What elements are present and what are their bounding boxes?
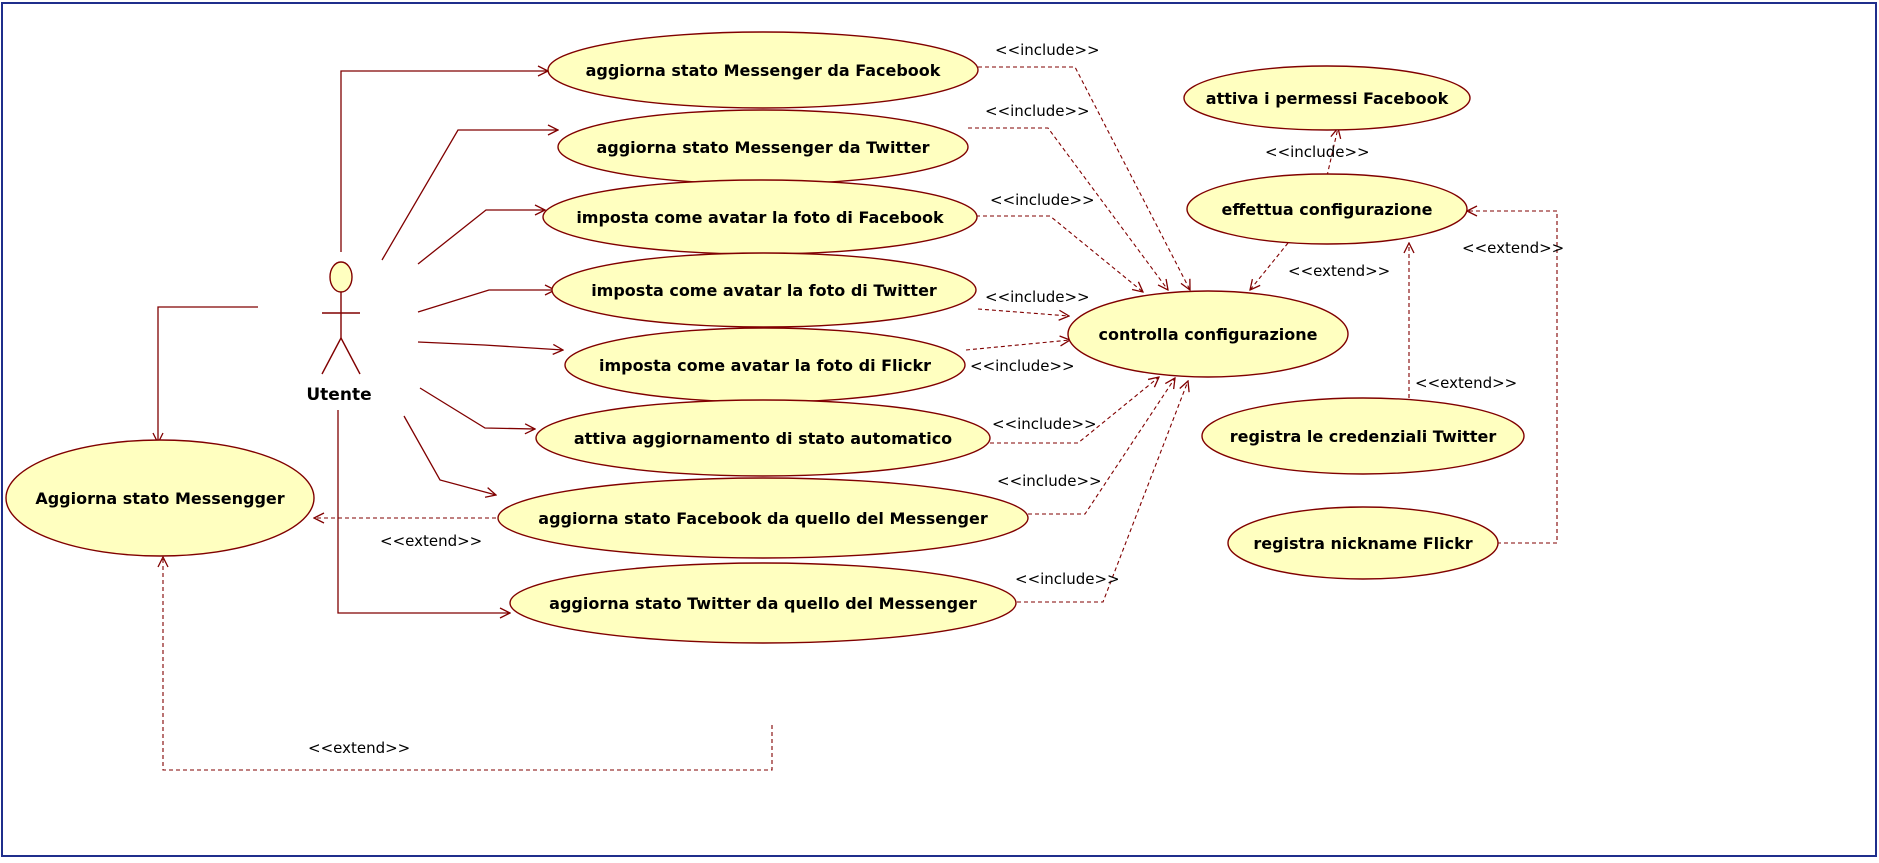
dependency-lines (163, 66, 1558, 771)
extend-nick-fl (1467, 211, 1558, 544)
assoc-avatar-tw (417, 290, 555, 313)
stereo-extend-4: <<extend>> (380, 532, 482, 550)
stereo-include-7: <<include>> (997, 472, 1102, 490)
include-msg-to-tw (1017, 381, 1188, 603)
stereo-extend-2: <<extend>> (1462, 239, 1564, 257)
use-case-effettua[interactable] (1186, 173, 1468, 245)
label-aggiorna-tw: aggiorna stato Messenger da Twitter (596, 138, 929, 157)
label-avatar-fl: imposta come avatar la foto di Flickr (599, 356, 931, 375)
association-lines (158, 71, 563, 613)
use-case-labels: aggiorna stato Messenger da Facebook agg… (35, 61, 1496, 613)
include-avatar-fl (965, 340, 1070, 351)
assoc-aggiorna-fb (340, 71, 548, 252)
label-effettua: effettua configurazione (1221, 200, 1432, 219)
label-aggiorna-fb: aggiorna stato Messenger da Facebook (586, 61, 941, 80)
stereo-include-1: <<include>> (995, 41, 1100, 59)
use-case-nick-fl[interactable] (1227, 506, 1499, 580)
assoc-auto (419, 387, 535, 429)
stereo-include-6: <<include>> (992, 415, 1097, 433)
use-case-auto[interactable] (535, 399, 991, 477)
stereo-extend-5: <<extend>> (308, 739, 410, 757)
use-case-controlla[interactable] (1067, 290, 1349, 378)
assoc-aggiorna-msg (158, 306, 258, 443)
use-case-msg-to-tw[interactable] (509, 562, 1017, 644)
include-avatar-tw (977, 308, 1069, 316)
use-case-permessi-fb[interactable] (1183, 65, 1471, 131)
assoc-aggiorna-tw (381, 130, 558, 261)
extend-effettua-controlla (1250, 242, 1289, 290)
label-cred-tw: registra le credenziali Twitter (1230, 427, 1497, 446)
label-avatar-tw: imposta come avatar la foto di Twitter (591, 281, 937, 300)
stereo-include-5: <<include>> (970, 357, 1075, 375)
stereo-include-9: <<include>> (1265, 143, 1370, 161)
actor-head (329, 261, 353, 293)
label-controlla: controlla configurazione (1098, 325, 1317, 344)
assoc-msg-to-fb (403, 415, 496, 495)
use-case-aggiorna-msg[interactable] (5, 439, 315, 557)
label-aggiorna-msg: Aggiorna stato Messengger (35, 489, 284, 508)
include-aggiorna-tw (968, 127, 1168, 290)
assoc-msg-to-tw (337, 410, 510, 613)
label-nick-fl: registra nickname Flickr (1253, 534, 1472, 553)
stereotype-labels: <<include>> <<include>> <<include>> <<in… (308, 41, 1564, 757)
use-case-cred-tw[interactable] (1201, 397, 1525, 475)
stereo-include-8: <<include>> (1015, 570, 1120, 588)
actor-label: Utente (306, 385, 371, 405)
stereo-extend-1: <<extend>> (1288, 262, 1390, 280)
label-permessi-fb: attiva i permessi Facebook (1206, 89, 1449, 108)
use-case-aggiorna-fb[interactable] (547, 31, 979, 109)
label-msg-to-tw: aggiorna stato Twitter da quello del Mes… (549, 594, 977, 613)
stereo-include-3: <<include>> (990, 191, 1095, 209)
assoc-avatar-fl (417, 341, 563, 350)
label-msg-to-fb: aggiorna stato Facebook da quello del Me… (538, 509, 988, 528)
extend-msg-to-tw (163, 557, 773, 771)
actor-leg-right (340, 337, 361, 375)
include-avatar-fb (976, 215, 1143, 292)
stereo-include-2: <<include>> (985, 102, 1090, 120)
label-avatar-fb: imposta come avatar la foto di Facebook (576, 208, 944, 227)
use-cases (5, 31, 1525, 644)
assoc-avatar-fb (417, 210, 545, 265)
include-effettua-permessi (1326, 128, 1338, 177)
actor-leg-left (321, 337, 342, 375)
stereo-include-4: <<include>> (985, 288, 1090, 306)
include-msg-to-fb (1028, 378, 1175, 515)
label-auto: attiva aggiornamento di stato automatico (574, 429, 952, 448)
use-case-avatar-tw[interactable] (551, 252, 977, 328)
use-case-msg-to-fb[interactable] (497, 477, 1029, 559)
include-aggiorna-fb (978, 66, 1190, 290)
stereo-extend-3: <<extend>> (1415, 374, 1517, 392)
include-auto (990, 377, 1159, 444)
actor-utente[interactable] (321, 261, 361, 375)
